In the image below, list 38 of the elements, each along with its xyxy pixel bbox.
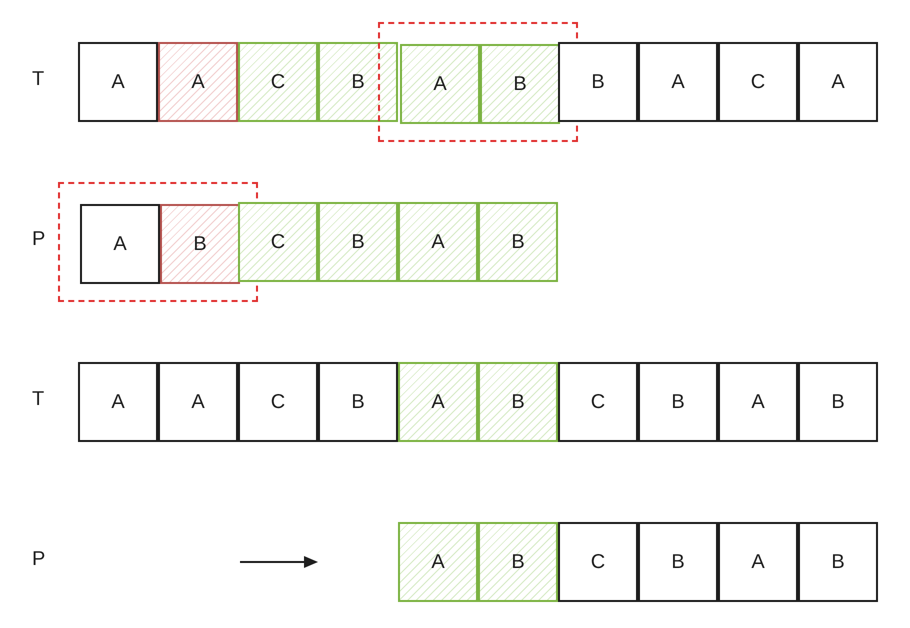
letter-cell: A — [718, 522, 798, 602]
letter-cell: B — [318, 42, 398, 122]
letter-cell: B — [558, 42, 638, 122]
letter-cell: A — [398, 202, 478, 282]
letter-cell: A — [400, 44, 480, 124]
row-label: T — [32, 388, 44, 411]
letter-cell: B — [478, 202, 558, 282]
letter-cell: B — [318, 202, 398, 282]
letter-cell: A — [718, 362, 798, 442]
row-label: T — [32, 68, 44, 91]
letter-cell: A — [78, 42, 158, 122]
letter-cell: C — [238, 202, 318, 282]
letter-cell: B — [478, 362, 558, 442]
row-label: P — [32, 228, 46, 251]
letter-cell: B — [478, 522, 558, 602]
letter-cell: C — [558, 522, 638, 602]
letter-cell: A — [398, 362, 478, 442]
row-label: P — [32, 548, 46, 571]
letter-cell: B — [638, 362, 718, 442]
letter-cell: B — [318, 362, 398, 442]
letter-cell: A — [158, 42, 238, 122]
letter-cell: A — [80, 204, 160, 284]
letter-cell: B — [798, 522, 878, 602]
highlight-frame — [378, 22, 578, 142]
letter-cell: C — [718, 42, 798, 122]
letter-cell: B — [638, 522, 718, 602]
letter-cell: B — [798, 362, 878, 442]
letter-cell: A — [158, 362, 238, 442]
letter-cell: A — [398, 522, 478, 602]
highlight-frame — [58, 182, 258, 302]
letter-cell: B — [160, 204, 240, 284]
letter-cell: C — [238, 362, 318, 442]
letter-cell: A — [78, 362, 158, 442]
letter-cell: B — [480, 44, 560, 124]
letter-cell: C — [558, 362, 638, 442]
letter-cell: A — [638, 42, 718, 122]
letter-cell: C — [238, 42, 318, 122]
letter-cell: A — [798, 42, 878, 122]
